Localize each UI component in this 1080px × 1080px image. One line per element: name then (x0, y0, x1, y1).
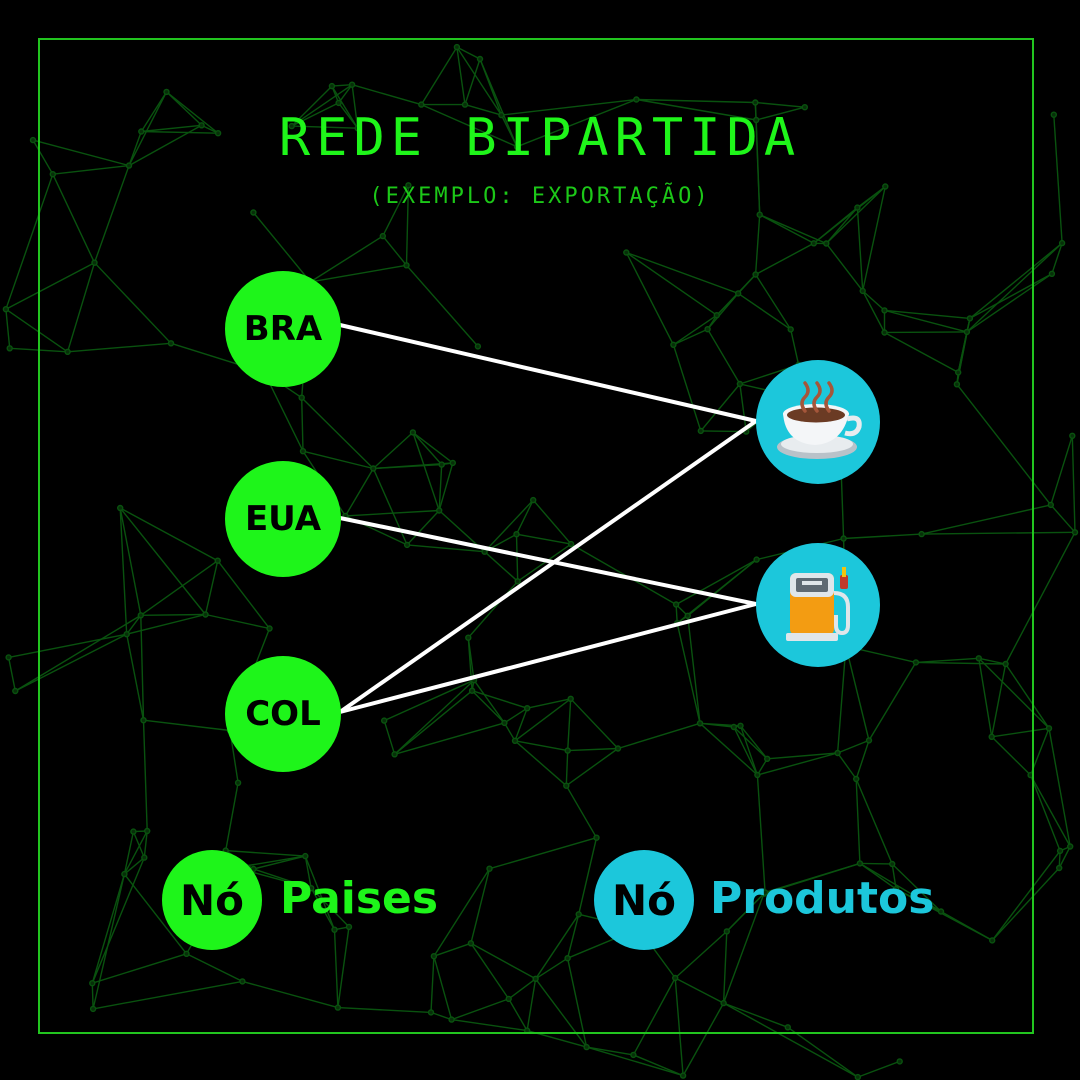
fuel-pump-icon (786, 567, 850, 641)
legend-product-badge: Nó (611, 875, 676, 925)
coffee-cup-icon (777, 381, 862, 459)
border-frame (38, 38, 1034, 1034)
legend-product-node-swatch: Nó (594, 850, 694, 950)
diagram-subtitle: (EXEMPLO: EXPORTAÇÃO) (369, 184, 711, 209)
country-node-bra: BRA (225, 271, 341, 387)
edge-bra-coffee (339, 323, 757, 423)
edge-col-coffee (338, 419, 758, 714)
legend-country-node-swatch: Nó (162, 850, 262, 950)
product-node-coffee (756, 360, 880, 484)
legend-country-badge: Nó (179, 875, 244, 925)
product-node-fuel (756, 543, 880, 667)
country-node-label: COL (245, 694, 321, 734)
country-node-col: COL (225, 656, 341, 772)
country-node-label: BRA (243, 309, 323, 349)
edge-col-fuel (339, 602, 757, 714)
edge-eua-fuel (339, 516, 757, 606)
country-node-eua: EUA (225, 461, 341, 577)
legend-product-label: Produtos (710, 873, 935, 924)
country-node-label: EUA (244, 499, 322, 539)
legend-country-label: Paises (280, 873, 439, 924)
diagram-title: REDE BIPARTIDA (278, 108, 802, 168)
